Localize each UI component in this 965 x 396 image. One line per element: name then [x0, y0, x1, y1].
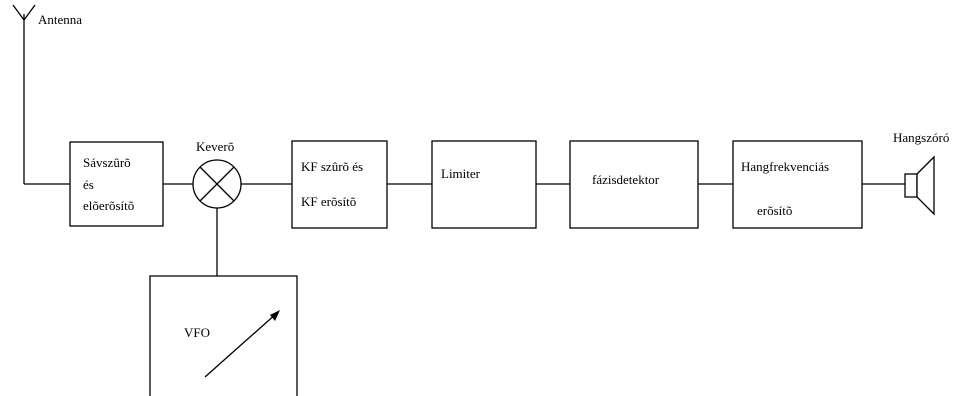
- if-label-line2: KF erõsítõ: [301, 194, 356, 209]
- if-label-line1: KF szûrõ és: [301, 159, 363, 174]
- speaker-icon: [904, 155, 935, 216]
- audio-amp-label-line1: Hangfrekvenciás: [741, 159, 829, 174]
- antenna-icon: [12, 4, 36, 184]
- phase-detector-label: fázisdetektor: [592, 172, 660, 187]
- vfo-block: VFO: [149, 275, 298, 396]
- phase-detector-block: fázisdetektor: [569, 140, 699, 229]
- bandpass-preamp-block: Sávszûrõ és elõerõsítõ: [69, 141, 164, 227]
- bandpass-label-line2: és: [83, 177, 94, 192]
- limiter-label: Limiter: [441, 166, 481, 181]
- audio-amp-label-line2: erõsítõ: [757, 203, 792, 218]
- if-filter-amplifier-block: KF szûrõ és KF erõsítõ: [291, 140, 388, 229]
- antenna-label: Antenna: [38, 12, 82, 27]
- bandpass-label-line3: elõerõsítõ: [83, 198, 134, 213]
- mixer-label: Keverõ: [196, 139, 234, 154]
- audio-amplifier-block: Hangfrekvenciás erõsítõ: [732, 140, 863, 229]
- bandpass-label-line1: Sávszûrõ: [83, 155, 131, 170]
- vfo-label: VFO: [184, 325, 210, 340]
- limiter-block: Limiter: [431, 140, 537, 229]
- variable-arrow-icon: [204, 310, 280, 378]
- mixer-icon: [192, 159, 242, 209]
- speaker-label: Hangszóró: [893, 130, 949, 145]
